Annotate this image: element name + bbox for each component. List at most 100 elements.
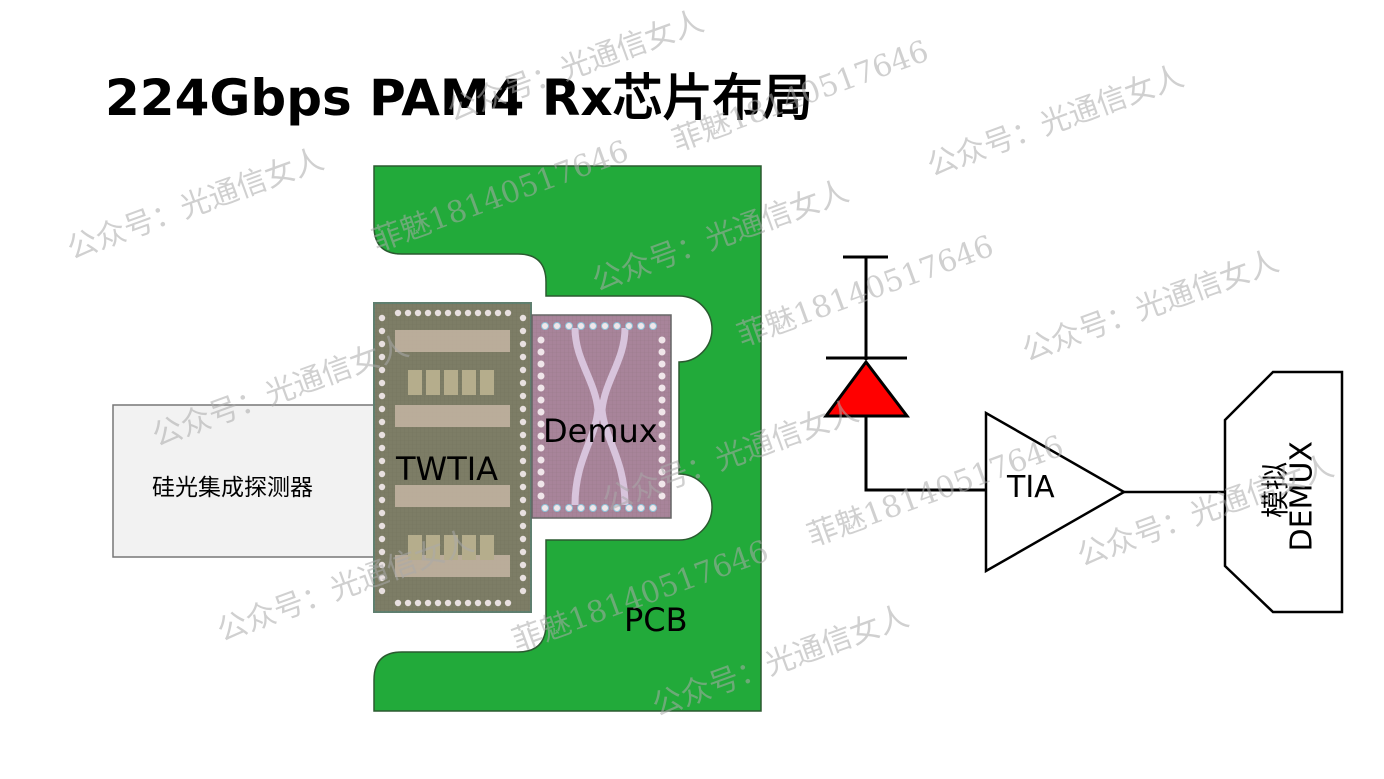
bond-pad [378,431,386,439]
capacitor-block [444,535,458,560]
bond-pad [565,504,573,512]
bond-pad [404,309,412,317]
bond-pad [537,336,545,344]
bond-pad [378,366,386,374]
bond-pad [444,309,452,317]
bond-pad [537,384,545,392]
photodiode-triangle [823,359,911,418]
bond-pad [637,322,645,330]
bond-pad [541,504,549,512]
bond-pad [658,348,666,356]
bond-pad [658,336,666,344]
bond-pad [378,483,386,491]
bond-pad [519,444,527,452]
page-title: 224Gbps PAM4 Rx芯片布局 [105,69,813,127]
bond-pad [504,599,512,607]
bond-pad [378,379,386,387]
bond-pad [378,574,386,582]
bond-pad [553,322,561,330]
amplifier-stage [395,485,510,507]
bond-pad [519,366,527,374]
bond-pad [553,504,561,512]
capacitor-block [444,370,458,395]
bond-pad [565,322,573,330]
capacitor-block [480,535,494,560]
bond-pad [378,392,386,400]
bond-pad [658,408,666,416]
bond-pad [537,432,545,440]
bond-pad [519,418,527,426]
bond-pad [613,504,621,512]
bond-pad [519,457,527,465]
bond-pad [378,587,386,595]
bond-pad [378,496,386,504]
bond-pad [519,587,527,595]
bond-pad [378,353,386,361]
amplifier-stage [395,555,510,577]
bond-pad [537,444,545,452]
bond-pad [658,468,666,476]
bond-pad [378,509,386,517]
capacitor-block [462,535,476,560]
bond-pad [454,309,462,317]
bond-pad [537,408,545,416]
bond-pad [589,504,597,512]
bond-pad [404,599,412,607]
bond-pad [637,504,645,512]
bond-pad [658,456,666,464]
bond-pad [519,314,527,322]
bond-pad [537,492,545,500]
amplifier-stage [395,405,510,427]
photodiode-symbol [823,255,986,492]
twtia-chip [373,302,532,613]
analog-demux-symbol [1223,370,1344,614]
pcb-board [373,165,762,712]
bond-pad [658,396,666,404]
bond-pad [519,496,527,504]
bond-pad [519,509,527,517]
demux-chip [531,314,672,519]
bond-pad [537,348,545,356]
bond-pad [519,327,527,335]
bond-pad [519,574,527,582]
bond-pad [519,379,527,387]
bond-pad [519,340,527,348]
bond-pad [378,327,386,335]
bond-pad [658,432,666,440]
bond-pad [378,457,386,465]
bond-pad [519,470,527,478]
bond-pad [378,561,386,569]
bond-pad [625,504,633,512]
bond-pad [519,561,527,569]
bond-pad [658,420,666,428]
bond-pad [378,405,386,413]
bond-pad [504,309,512,317]
bond-pad [601,322,609,330]
bond-pad [537,372,545,380]
bond-pad [434,599,442,607]
detector-label: 硅光集成探测器 [152,475,313,501]
capacitor-block [426,535,440,560]
bond-pad [519,483,527,491]
bond-pad [464,599,472,607]
bond-pad [519,522,527,530]
twtia-label: TWTIA [396,450,499,488]
tia-label: TIA [1007,470,1055,505]
bond-pad [494,599,502,607]
bond-pad [519,548,527,556]
capacitor-block [426,370,440,395]
bond-pad [394,599,402,607]
bond-pad [394,309,402,317]
bond-pad [378,548,386,556]
bond-pad [625,322,633,330]
bond-pad [613,322,621,330]
bond-pad [601,504,609,512]
bond-pad [424,309,432,317]
bond-pad [589,322,597,330]
bond-pad [519,405,527,413]
bond-pad [537,396,545,404]
bond-pad [658,480,666,488]
bond-pad [484,309,492,317]
bond-pad [658,444,666,452]
bond-pad [577,504,585,512]
